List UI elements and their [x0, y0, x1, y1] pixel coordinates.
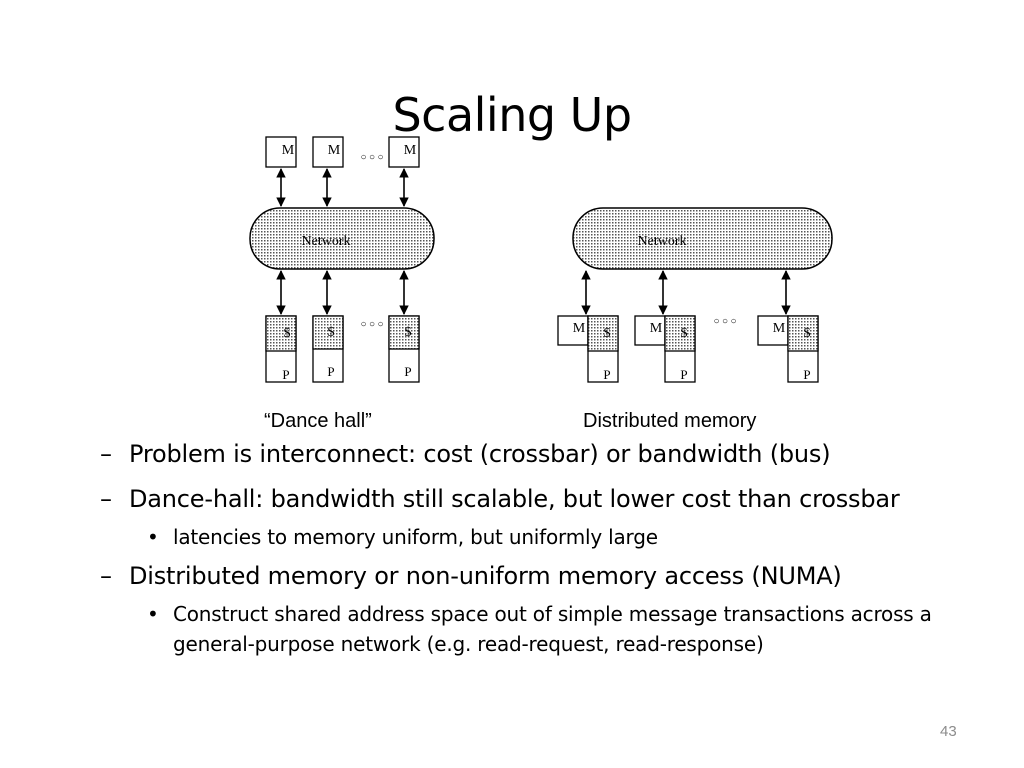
svg-text:$: $: [284, 326, 291, 341]
page-number: 43: [940, 723, 957, 740]
svg-text:$: $: [328, 325, 335, 340]
dance-hall-memory-ellipsis: ○ ○ ○: [360, 152, 383, 163]
distributed-ellipsis: ○ ○ ○: [713, 316, 736, 327]
dance-hall-processor-ellipsis: ○ ○ ○: [360, 319, 383, 330]
sub-bullet-item: • latencies to memory uniform, but unifo…: [100, 522, 1000, 552]
svg-text:P: P: [803, 367, 810, 382]
svg-text:Network: Network: [302, 234, 351, 249]
distributed-memory-diagram: Network M $ P M $ P ○ ○ ○ M: [557, 207, 833, 383]
svg-text:P: P: [680, 367, 687, 382]
svg-text:$: $: [604, 326, 611, 341]
dash-marker: –: [100, 485, 112, 513]
bullet-text: Distributed memory or non-uniform memory…: [129, 562, 842, 590]
distributed-node: M $ P: [557, 315, 619, 383]
svg-text:P: P: [603, 367, 610, 382]
bullet-marker: •: [147, 525, 159, 549]
dash-marker: –: [100, 440, 112, 468]
architecture-diagram: M M ○ ○ ○ M Network $ P: [249, 136, 833, 383]
dance-hall-processor-node: $ P: [265, 315, 297, 383]
bullet-item: – Dance-hall: bandwidth still scalable, …: [100, 481, 1000, 517]
dance-hall-memory-module: M: [388, 136, 420, 168]
sub-bullet-text: Construct shared address space out of si…: [173, 602, 932, 656]
bullet-item: – Problem is interconnect: cost (crossba…: [100, 436, 1000, 472]
bullet-marker: •: [147, 602, 159, 626]
distributed-network: Network: [572, 207, 833, 270]
svg-text:M: M: [650, 321, 663, 336]
svg-text:M: M: [404, 143, 417, 158]
distributed-node: M $ P: [757, 315, 819, 383]
distributed-memory-module: [757, 315, 789, 346]
dash-marker: –: [100, 562, 112, 590]
svg-text:M: M: [573, 321, 586, 336]
dance-hall-memory-module: M: [312, 136, 344, 168]
distributed-node: M $ P: [634, 315, 696, 383]
slide-title: Scaling Up: [392, 88, 632, 142]
bullet-text: Problem is interconnect: cost (crossbar)…: [129, 440, 831, 468]
svg-text:P: P: [327, 364, 334, 379]
svg-text:Network: Network: [638, 234, 687, 249]
dance-hall-memory-module: M: [265, 136, 297, 168]
bullet-item: – Distributed memory or non-uniform memo…: [100, 558, 1000, 594]
dance-hall-processor-node: $ P: [312, 315, 344, 383]
distributed-memory-module: [557, 315, 589, 346]
svg-text:$: $: [405, 325, 412, 340]
dance-hall-processor-node: $ P: [388, 315, 420, 383]
svg-text:$: $: [681, 326, 688, 341]
svg-text:M: M: [773, 321, 786, 336]
bullet-list: – Problem is interconnect: cost (crossba…: [100, 436, 1000, 665]
dance-hall-network: Network: [249, 207, 435, 270]
svg-text:M: M: [282, 143, 295, 158]
sub-bullet-text: latencies to memory uniform, but uniform…: [173, 525, 658, 549]
svg-text:P: P: [282, 367, 289, 382]
sub-bullet-item: • Construct shared address space out of …: [100, 599, 1000, 659]
svg-text:$: $: [804, 326, 811, 341]
dance-hall-caption: “Dance hall”: [264, 410, 372, 432]
bullet-text: Dance-hall: bandwidth still scalable, bu…: [129, 485, 900, 513]
distributed-memory-caption: Distributed memory: [583, 410, 757, 432]
svg-text:M: M: [328, 143, 341, 158]
dance-hall-diagram: M M ○ ○ ○ M Network $ P: [249, 136, 435, 383]
svg-text:P: P: [404, 364, 411, 379]
